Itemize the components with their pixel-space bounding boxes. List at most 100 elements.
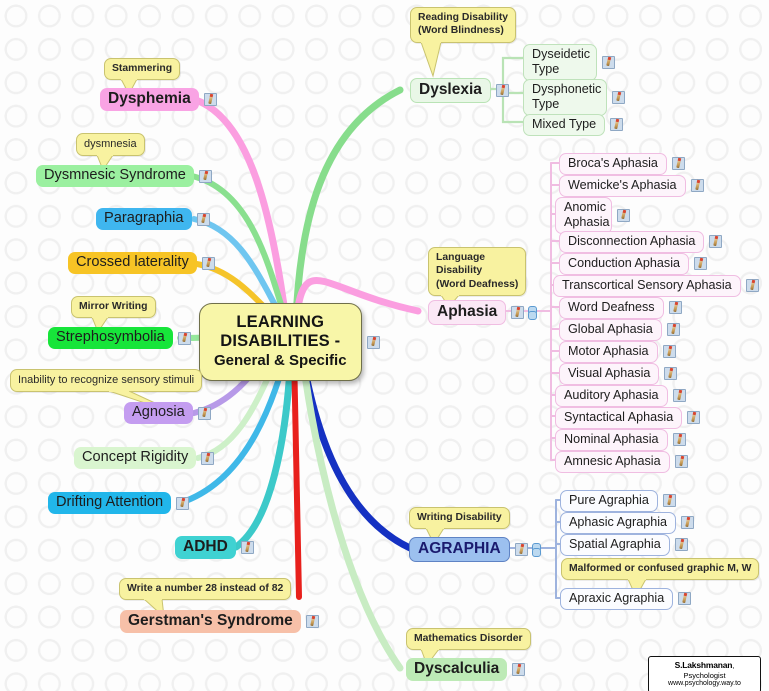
note-icon[interactable]: [198, 169, 212, 183]
note-icon[interactable]: [664, 367, 678, 381]
callout-malformed-graphic-text: Malformed or confused graphic M, W: [569, 563, 752, 574]
note-icon[interactable]: [745, 279, 759, 293]
note-icon[interactable]: [177, 331, 191, 345]
node-brocas-aphasia[interactable]: Broca's Aphasia: [559, 153, 685, 175]
note-icon[interactable]: [511, 306, 525, 320]
note-icon[interactable]: [197, 406, 211, 420]
node-amnesic-aphasia[interactable]: Amnesic Aphasia: [555, 451, 688, 473]
note-icon[interactable]: [196, 212, 210, 226]
note-icon[interactable]: [662, 345, 676, 359]
node-global-aphasia[interactable]: Global Aphasia: [559, 319, 680, 341]
node-motor-aphasia[interactable]: Motor Aphasia: [559, 341, 676, 363]
note-icon[interactable]: [694, 257, 708, 271]
node-dysphemia[interactable]: Dysphemia: [100, 88, 217, 112]
callout-gerstman: Write a number 28 instead of 82: [119, 578, 292, 619]
node-dyscalculia[interactable]: Dyscalculia: [406, 658, 526, 682]
note-icon[interactable]: [709, 235, 723, 249]
node-aphasia[interactable]: Aphasia: [428, 300, 538, 326]
link-icon[interactable]: [528, 306, 538, 321]
node-adhd[interactable]: ADHD: [175, 536, 254, 560]
node-nominal-aphasia[interactable]: Nominal Aphasia: [555, 429, 686, 451]
node-pure-agraphia[interactable]: Pure Agraphia: [560, 490, 676, 512]
node-visual-aphasia[interactable]: Visual Aphasia: [559, 363, 678, 385]
credit-author-role: , Psychologist: [683, 661, 735, 680]
node-syntactical-aphasia[interactable]: Syntactical Aphasia: [555, 407, 701, 429]
node-dyslexia-box: Dyslexia: [410, 78, 491, 104]
credit-author-name: S.Lakshmanan: [674, 660, 733, 670]
central-line-3: General & Specific: [214, 351, 347, 369]
node-conduction-aphasia[interactable]: Conduction Aphasia: [559, 253, 708, 275]
callout-stammering: Stammering: [104, 58, 181, 96]
node-disconnection-aphasia[interactable]: Disconnection Aphasia: [559, 231, 723, 253]
note-icon[interactable]: [201, 451, 215, 465]
node-visual-aphasia-box: Visual Aphasia: [559, 363, 660, 385]
note-icon[interactable]: [662, 494, 676, 508]
note-icon[interactable]: [666, 323, 680, 337]
node-dyslexia[interactable]: Dyslexia: [410, 78, 509, 104]
note-icon[interactable]: [617, 208, 630, 222]
note-icon[interactable]: [678, 592, 692, 606]
note-icon[interactable]: [305, 615, 319, 629]
note-icon[interactable]: [512, 663, 526, 677]
central-node[interactable]: LEARNING DISABILITIES - General & Specif…: [199, 303, 380, 382]
note-icon[interactable]: [674, 538, 688, 552]
node-spatial-agraphia[interactable]: Spatial Agraphia: [560, 534, 688, 556]
node-gerstman-syndrome[interactable]: Gerstman's Syndrome: [120, 610, 319, 634]
central-line-2: DISABILITIES -: [220, 332, 341, 351]
node-dyseidetic-type-box: Dyseidetic Type: [523, 44, 597, 81]
note-icon[interactable]: [602, 55, 615, 69]
note-icon[interactable]: [672, 433, 686, 447]
note-icon[interactable]: [681, 516, 695, 530]
callout-gerstman-text: Write a number 28 instead of 82: [127, 583, 284, 594]
note-icon[interactable]: [687, 411, 701, 425]
node-agnosia[interactable]: Agnosia: [124, 402, 211, 425]
node-dysphonetic-type[interactable]: Dysphonetic Type: [523, 79, 625, 116]
callout-tail-icon: [91, 317, 109, 334]
note-icon[interactable]: [203, 93, 217, 107]
note-icon[interactable]: [610, 118, 624, 132]
node-word-deafness[interactable]: Word Deafness: [559, 297, 682, 319]
node-mixed-type[interactable]: Mixed Type: [523, 114, 624, 136]
node-strephosymbolia-box: Strephosymbolia: [48, 327, 173, 350]
node-global-aphasia-box: Global Aphasia: [559, 319, 662, 341]
callout-language-disability-line1: Language: [436, 252, 486, 263]
node-agraphia[interactable]: AGRAPHIA: [409, 537, 541, 563]
node-wemickes-aphasia[interactable]: Wemicke's Aphasia: [559, 175, 704, 197]
note-icon[interactable]: [495, 84, 509, 98]
note-icon[interactable]: [514, 543, 528, 557]
node-auditory-aphasia[interactable]: Auditory Aphasia: [555, 385, 686, 407]
node-apraxic-agraphia-box: Apraxic Agraphia: [560, 588, 674, 610]
note-icon[interactable]: [668, 301, 682, 315]
note-icon[interactable]: [674, 455, 688, 469]
note-icon[interactable]: [690, 179, 704, 193]
node-anomic-aphasia[interactable]: Anomic Aphasia: [555, 197, 630, 234]
node-transcortical-sensory-aphasia[interactable]: Transcortical Sensory Aphasia: [553, 275, 759, 297]
note-icon[interactable]: [672, 389, 686, 403]
note-icon[interactable]: [612, 90, 625, 104]
note-icon[interactable]: [366, 335, 380, 349]
credit-site: www.psychology.way.to: [668, 680, 741, 687]
node-motor-aphasia-box: Motor Aphasia: [559, 341, 658, 363]
note-icon[interactable]: [240, 541, 254, 555]
node-concept-rigidity[interactable]: Concept Rigidity: [74, 447, 215, 470]
node-drifting-attention[interactable]: Drifting Attention: [48, 492, 190, 515]
node-crossed-laterality[interactable]: Crossed laterality: [68, 252, 215, 275]
node-dyseidetic-type-line2: Type: [532, 61, 560, 76]
note-icon[interactable]: [201, 256, 215, 270]
node-agraphia-box: AGRAPHIA: [409, 537, 510, 563]
callout-dysmnesia: dysmnesia: [76, 133, 145, 172]
link-icon[interactable]: [531, 543, 541, 558]
node-dysmnesic-syndrome[interactable]: Dysmnesic Syndrome: [36, 165, 212, 188]
node-dyseidetic-type[interactable]: Dyseidetic Type: [523, 44, 615, 81]
node-apraxic-agraphia[interactable]: Apraxic Agraphia: [560, 588, 692, 610]
note-icon[interactable]: [671, 157, 685, 171]
node-dysphemia-box: Dysphemia: [100, 88, 199, 112]
note-icon[interactable]: [176, 496, 190, 510]
node-aphasic-agraphia[interactable]: Aphasic Agraphia: [560, 512, 695, 534]
node-strephosymbolia[interactable]: Strephosymbolia: [48, 327, 191, 350]
node-paragraphia[interactable]: Paragraphia: [96, 208, 210, 231]
branch-path-dysmnesic: [189, 173, 289, 324]
callout-mathematics-disorder: Mathematics Disorder: [406, 628, 531, 667]
node-anomic-aphasia-box: Anomic Aphasia: [555, 197, 612, 234]
